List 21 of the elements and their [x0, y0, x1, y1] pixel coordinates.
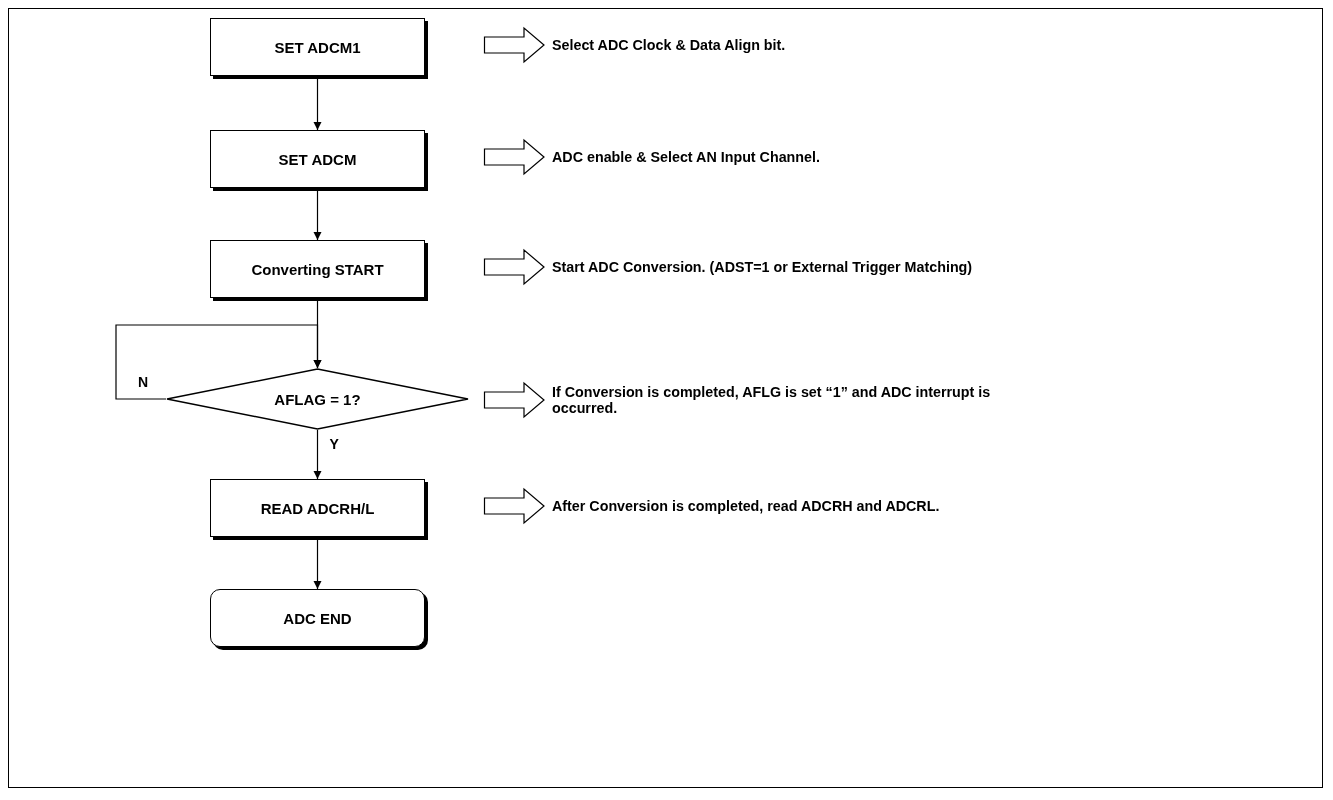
- process-box: SET ADCM1: [210, 18, 425, 76]
- terminator-box: ADC END: [210, 589, 425, 647]
- block-arrow: [483, 487, 545, 525]
- edge-label: N: [136, 374, 151, 390]
- process-box: Converting START: [210, 240, 425, 298]
- arrow: [115, 324, 322, 400]
- decision-diamond: [166, 368, 469, 430]
- process-box: SET ADCM: [210, 130, 425, 188]
- description-text: ADC enable & Select AN Input Channel.: [552, 142, 1292, 172]
- decision-text: AFLAG = 1?: [274, 390, 361, 408]
- block-arrow: [483, 381, 545, 419]
- arrow: [313, 429, 322, 480]
- block-arrow: [483, 248, 545, 286]
- process-box: READ ADCRH/L: [210, 479, 425, 537]
- description-text: Start ADC Conversion. (ADST=1 or External Trigger Matching): [552, 252, 1292, 282]
- description-text: If Conversion is completed, AFLG is set “1” and ADC interrupt is occurred.: [552, 380, 1022, 420]
- edge-label: Y: [327, 436, 341, 452]
- block-arrow: [483, 26, 545, 64]
- description-text: Select ADC Clock & Data Align bit.: [552, 30, 1292, 60]
- description-text: After Conversion is completed, read ADCRH and ADCRL.: [552, 491, 1292, 521]
- block-arrow: [483, 138, 545, 176]
